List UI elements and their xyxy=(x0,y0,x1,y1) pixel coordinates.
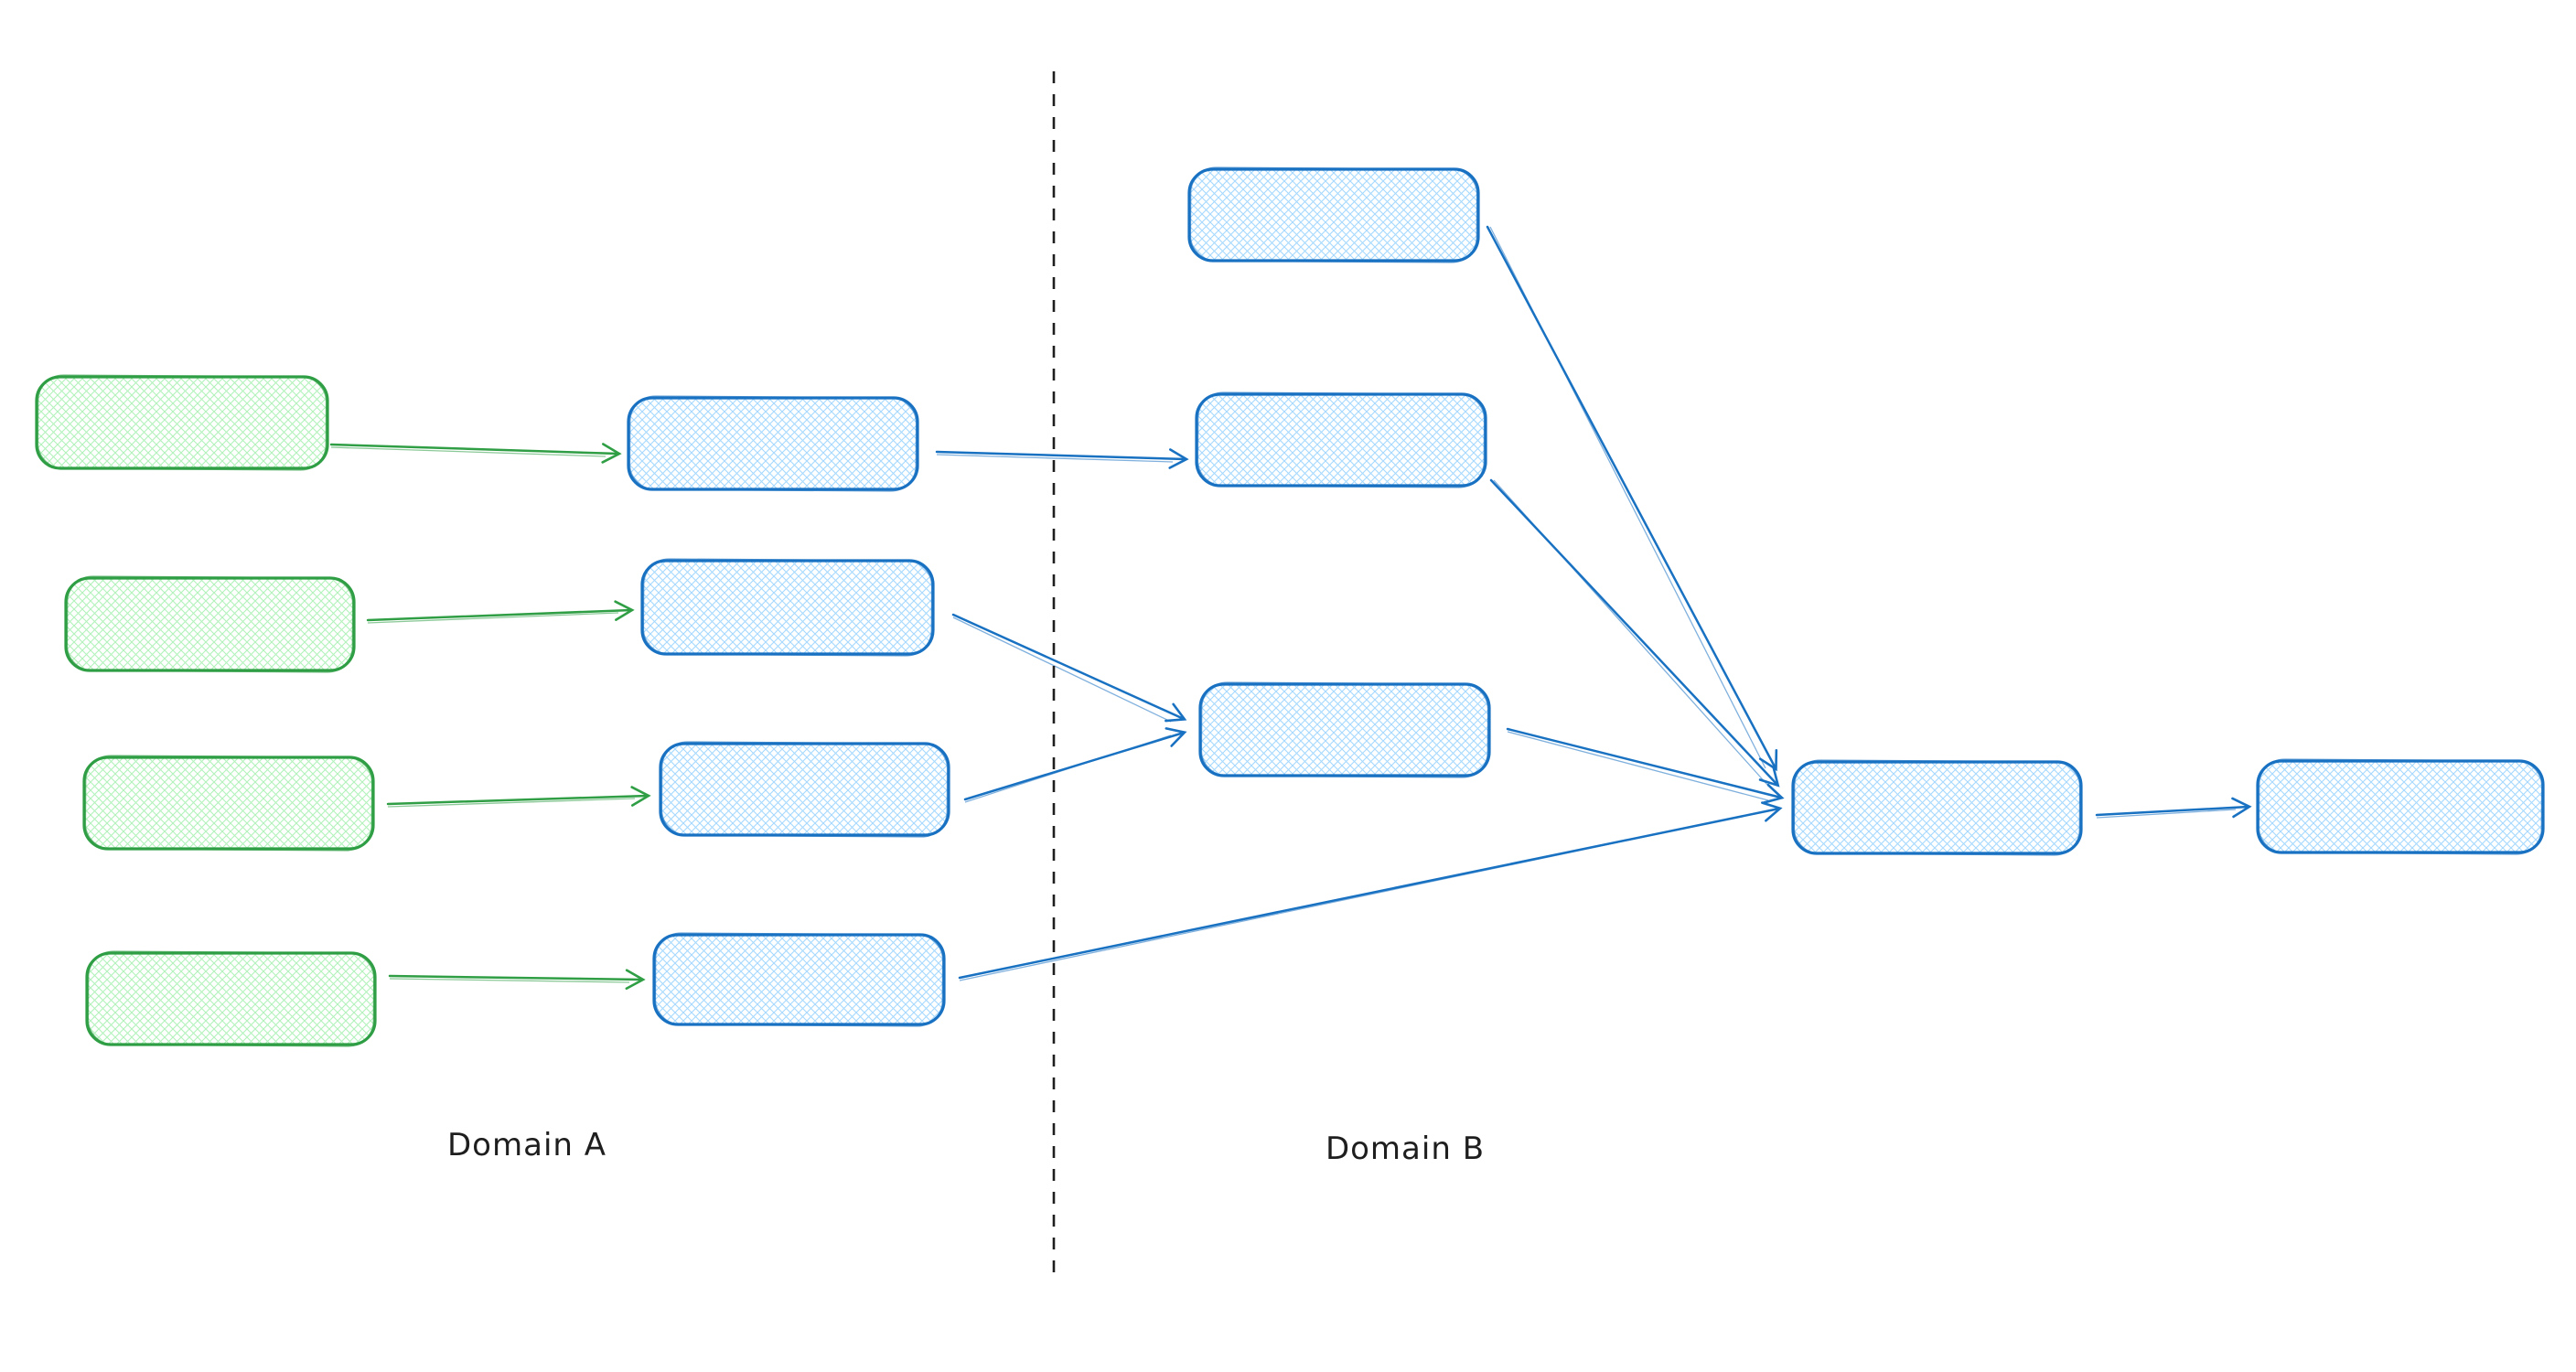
arrow-blue-a3-to-blue-b3 xyxy=(963,727,1187,801)
arrow-green-1-to-blue-a1 xyxy=(329,443,622,464)
nodes-layer xyxy=(35,166,2545,1047)
box-green-3 xyxy=(82,756,375,851)
domain-a-label: Domain A xyxy=(447,1127,606,1163)
arrow-blue-a4-to-blue-merge xyxy=(958,801,1783,980)
arrow-green-4-to-blue-a4 xyxy=(388,969,646,991)
arrow-blue-b1-to-blue-merge xyxy=(1486,225,1778,772)
edges-layer xyxy=(329,225,2252,991)
box-blue-a3 xyxy=(659,742,950,837)
arrow-sketch-stroke xyxy=(952,616,1172,723)
arrow-green-2-to-blue-a2 xyxy=(366,600,635,622)
box-sketch-outline xyxy=(66,575,354,673)
box-sketch-outline xyxy=(37,374,327,471)
box-sketch-outline xyxy=(660,741,949,838)
box-sketch-outline xyxy=(654,932,944,1027)
box-sketch-outline xyxy=(1200,681,1489,778)
arrow-sketch-stroke xyxy=(1507,731,1769,801)
arrow-sketch-stroke xyxy=(2096,809,2237,819)
box-blue-a1 xyxy=(627,396,919,491)
box-sketch-outline xyxy=(1189,166,1478,263)
box-sketch-outline xyxy=(84,755,373,852)
box-green-2 xyxy=(64,576,356,672)
box-sketch-outline xyxy=(642,558,933,657)
box-sketch-outline xyxy=(1793,759,2081,856)
box-sketch-outline xyxy=(87,950,375,1047)
arrow-sketch-stroke xyxy=(387,798,636,808)
box-green-1 xyxy=(35,375,329,470)
arrow-sketch-stroke xyxy=(367,612,619,624)
box-sketch-outline xyxy=(1197,391,1486,488)
arrow-blue-a2-to-blue-b3 xyxy=(951,613,1187,723)
arrow-blue-b3-to-blue-merge xyxy=(1506,727,1785,804)
arrow-sketch-stroke xyxy=(330,446,606,457)
box-blue-a4 xyxy=(652,933,946,1026)
box-blue-b2 xyxy=(1195,392,1487,488)
box-blue-merge xyxy=(1791,760,2083,855)
arrow-blue-a1-to-blue-b2 xyxy=(935,448,1189,469)
box-blue-b1 xyxy=(1187,167,1480,263)
box-sketch-outline xyxy=(628,395,918,492)
box-blue-output xyxy=(2256,759,2545,854)
arrow-sketch-stroke xyxy=(389,978,630,983)
box-blue-a2 xyxy=(640,559,935,656)
box-sketch-outline xyxy=(2258,758,2543,855)
box-green-4 xyxy=(85,951,377,1046)
domain-b-label: Domain B xyxy=(1326,1131,1485,1167)
arrow-blue-merge-to-blue-output xyxy=(2095,797,2252,819)
arrow-green-3-to-blue-a3 xyxy=(386,786,651,807)
arrow-blue-b2-to-blue-merge xyxy=(1489,478,1780,788)
arrow-sketch-stroke xyxy=(936,454,1174,463)
box-blue-b3 xyxy=(1198,682,1491,777)
